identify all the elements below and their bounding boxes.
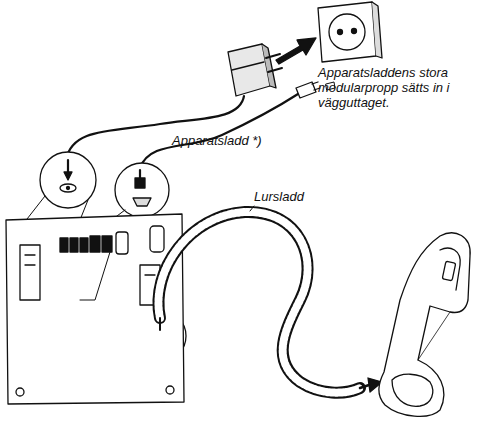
part-name: Apparatsladd *) bbox=[172, 134, 292, 149]
part-name: Lursladd bbox=[254, 190, 354, 205]
power-adapter bbox=[228, 44, 282, 96]
handset bbox=[379, 233, 470, 416]
instruction-note: Apparatsladdens stora modularpropp sätts… bbox=[318, 66, 474, 111]
insert-arrow bbox=[276, 38, 316, 64]
modular-plug bbox=[296, 82, 316, 98]
label-leader bbox=[250, 206, 254, 211]
power-cable bbox=[66, 96, 244, 160]
coiled-cord bbox=[158, 212, 382, 393]
wall-socket bbox=[318, 2, 382, 62]
line-cable bbox=[140, 94, 298, 168]
